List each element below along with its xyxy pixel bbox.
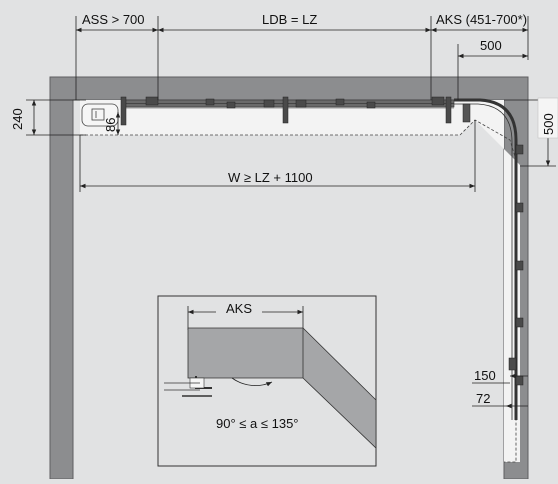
rail-brackets: [120, 96, 452, 126]
width-dimension-lines: [79, 120, 476, 192]
dimension-240-lines: [26, 99, 86, 136]
dimension-86-label: 86: [103, 118, 118, 132]
dimension-500-top-label: 500: [480, 38, 502, 53]
track-brackets: [508, 144, 524, 386]
ldb-dimension-label: LDB = LZ: [262, 12, 317, 27]
dimension-72-label: 72: [476, 391, 490, 406]
top-dimension-lines: [75, 16, 529, 100]
dimension-500-side-label: 500: [541, 113, 556, 135]
detail-angle-label: 90° ≤ a ≤ 135°: [216, 416, 299, 431]
dimension-150-72-lines: [472, 373, 528, 409]
aks-dimension-label: AKS (451-700*): [436, 12, 527, 27]
dimension-240-label: 240: [10, 108, 25, 130]
opener-motor-head: [81, 103, 119, 127]
door-track: [454, 98, 518, 420]
detail-inset-box: [157, 295, 377, 467]
dimension-150-label: 150: [474, 368, 496, 383]
opener-rail: [123, 99, 455, 109]
ass-dimension-label: ASS > 700: [82, 12, 145, 27]
width-formula-label: W ≥ LZ + 1100: [228, 170, 313, 185]
detail-aks-label: AKS: [226, 301, 252, 316]
clearance-zone: [73, 100, 520, 463]
